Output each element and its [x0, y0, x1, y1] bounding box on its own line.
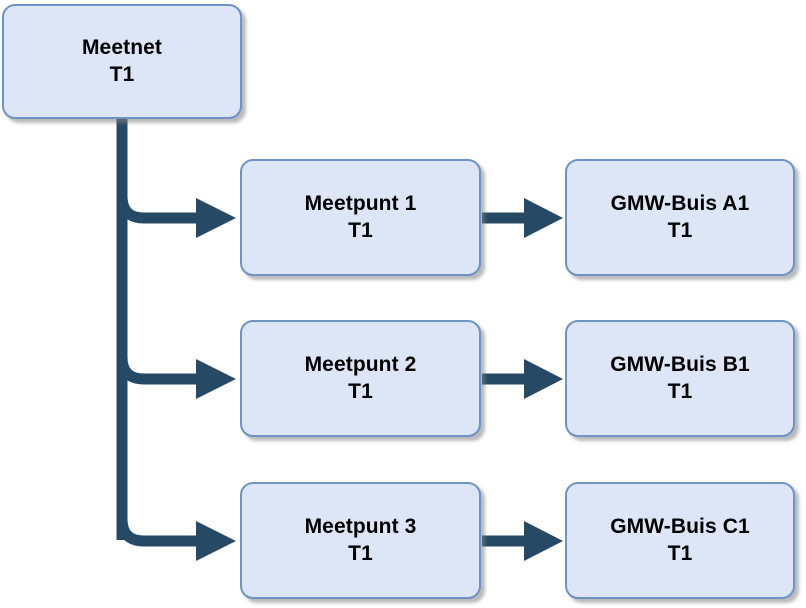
node-meetnet[interactable]: Meetnet T1	[2, 4, 242, 119]
edge-meetpunt-3-to-gmw-c1	[482, 521, 563, 561]
node-gmw-buis-a1-subtitle: T1	[667, 218, 693, 242]
node-meetpunt-2[interactable]: Meetpunt 2 T1	[240, 320, 481, 437]
node-gmw-buis-a1[interactable]: GMW-Buis A1 T1	[565, 159, 795, 276]
node-gmw-buis-c1-title: GMW-Buis C1	[610, 514, 750, 538]
edge-meetpunt-2-to-gmw-b1	[482, 359, 563, 399]
node-meetpunt-2-subtitle: T1	[348, 379, 373, 403]
node-meetpunt-1-title: Meetpunt 1	[304, 191, 417, 215]
node-gmw-buis-c1-subtitle: T1	[667, 541, 693, 565]
node-gmw-buis-a1-title: GMW-Buis A1	[610, 191, 750, 215]
arrowhead-icon	[524, 359, 563, 399]
node-meetpunt-1-subtitle: T1	[348, 218, 373, 242]
edge-meetnet-to-meetpunt-3	[116, 518, 236, 561]
node-gmw-buis-c1[interactable]: GMW-Buis C1 T1	[565, 482, 795, 599]
edge-meetnet-to-meetpunt-1	[116, 195, 236, 238]
node-meetnet-title: Meetnet	[81, 35, 163, 59]
arrowhead-icon	[196, 521, 236, 561]
node-gmw-buis-b1[interactable]: GMW-Buis B1 T1	[565, 320, 795, 437]
node-meetpunt-2-title: Meetpunt 2	[304, 352, 417, 376]
node-gmw-buis-b1-title: GMW-Buis B1	[610, 352, 750, 376]
node-meetpunt-3[interactable]: Meetpunt 3 T1	[240, 482, 481, 599]
node-meetpunt-3-title: Meetpunt 3	[304, 514, 417, 538]
node-meetpunt-1[interactable]: Meetpunt 1 T1	[240, 159, 481, 276]
arrowhead-icon	[524, 198, 563, 238]
node-gmw-buis-b1-subtitle: T1	[667, 379, 693, 403]
arrowhead-icon	[524, 521, 563, 561]
arrowhead-icon	[196, 198, 236, 238]
node-meetpunt-3-subtitle: T1	[348, 541, 373, 565]
arrowhead-icon	[196, 359, 236, 399]
edge-meetnet-to-meetpunt-2	[116, 356, 236, 399]
node-meetnet-subtitle: T1	[109, 62, 135, 86]
edge-meetpunt-1-to-gmw-a1	[482, 198, 563, 238]
